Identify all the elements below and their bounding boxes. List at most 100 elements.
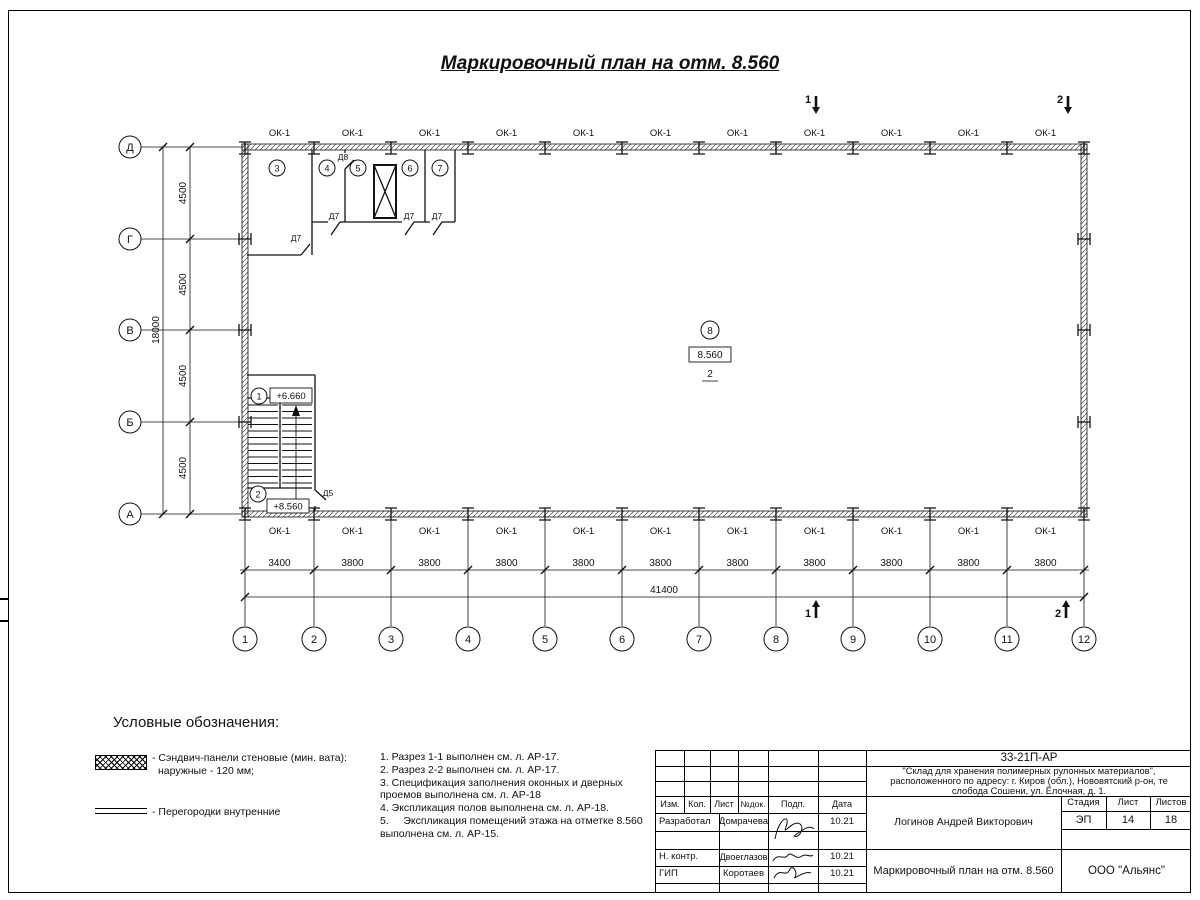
row-axis-letter: Г — [127, 234, 133, 246]
legend-item-text: наружные - 120 мм; — [158, 764, 255, 777]
window-label-bottom: ОК-1 — [342, 526, 363, 537]
column-ibeam — [616, 141, 628, 155]
exterior-walls — [241, 143, 1088, 518]
room-number: 3 — [274, 164, 279, 174]
tb-line — [738, 751, 740, 813]
dim-value-left: 4500 — [178, 364, 189, 387]
room-number: 7 — [437, 164, 442, 174]
tb-desc-line: "Склад для хранения полимерных рулонных … — [902, 766, 1156, 776]
dim-tick — [617, 565, 627, 575]
column-ibeam — [847, 141, 859, 155]
dim-tick — [185, 234, 195, 244]
tb-line — [656, 796, 866, 798]
room-bubble — [349, 159, 367, 177]
door-label: Д7 — [291, 233, 302, 243]
grid-axis-bubble — [1071, 626, 1097, 652]
tb-line — [719, 813, 721, 892]
window-label-top: ОК-1 — [342, 128, 363, 139]
window-label-top: ОК-1 — [573, 128, 594, 139]
stair-direction-arrow — [292, 405, 300, 416]
window-label-bottom: ОК-1 — [573, 526, 594, 537]
note-item: 1. Разрез 1-1 выполнен см. л. АР-17. — [380, 751, 560, 763]
grid-axis-number: 4 — [465, 634, 471, 646]
tb-line — [818, 751, 820, 892]
section-mark-arrow — [1062, 600, 1070, 607]
tb-project-description: "Склад для хранения полимерных рулонных … — [868, 766, 1190, 796]
tb-line — [656, 831, 866, 833]
room-bubble — [700, 320, 720, 340]
dim-value: 3800 — [649, 558, 672, 569]
note-item: 3. Спецификация заполнения оконных и две… — [380, 776, 626, 802]
grid-axis-number: 2 — [311, 634, 317, 646]
room-number: 6 — [407, 164, 412, 174]
section-mark-arrow — [812, 107, 820, 114]
dim-value: 3800 — [957, 558, 980, 569]
row-axis-letter: В — [126, 325, 133, 337]
dim-tick — [309, 565, 319, 575]
tb-date: 10.21 — [830, 851, 854, 863]
window-label-top: ОК-1 — [419, 128, 440, 139]
note-item: 2. Разрез 2-2 выполнен см. л. АР-17. — [380, 763, 560, 776]
window-label-top: ОК-1 — [496, 128, 517, 139]
window-label-bottom: ОК-1 — [419, 526, 440, 537]
column-ibeam — [1001, 141, 1013, 155]
grid-axis-bubble — [532, 626, 558, 652]
dim-value: 3800 — [1034, 558, 1057, 569]
tb-name: Домрачева — [719, 815, 768, 827]
dim-tick — [185, 325, 195, 335]
window-label-top: ОК-1 — [269, 128, 290, 139]
dim-tick — [848, 565, 858, 575]
legend-item-sandwich: - Сэндвич-панели стеновые (мин. вата): н… — [152, 752, 402, 777]
sheet-frame — [8, 10, 1191, 893]
elevation-box — [269, 387, 313, 404]
row-axis-bubble — [118, 318, 142, 342]
row-axis-letter: А — [126, 509, 134, 521]
fold-mark — [0, 620, 8, 622]
partition-symbol — [95, 808, 147, 814]
window-label-bottom: ОК-1 — [881, 526, 902, 537]
legend-heading: Условные обозначения: — [113, 714, 280, 731]
dim-value: 3400 — [268, 558, 291, 569]
tb-col-kol: Кол. — [688, 798, 706, 809]
column-ibeam — [308, 141, 320, 155]
elevation-value: +6.660 — [276, 391, 305, 402]
tb-line — [1061, 829, 1190, 831]
window-label-bottom: ОК-1 — [269, 526, 290, 537]
room-bubble — [318, 159, 336, 177]
window-label-top: ОК-1 — [1035, 128, 1056, 139]
tb-stage-header: Стадия — [1067, 797, 1100, 809]
door-label: Д7 — [329, 211, 340, 221]
column-ibeam — [385, 141, 397, 155]
dim-value: 3800 — [418, 558, 441, 569]
room-index: 2 — [707, 369, 713, 380]
shaft-walls — [373, 164, 397, 219]
elevation-box — [688, 346, 732, 363]
grid-axis-number: 9 — [850, 634, 856, 646]
window-label-bottom: ОК-1 — [958, 526, 979, 537]
column-ibeam — [924, 141, 936, 155]
tb-line — [656, 866, 866, 868]
row-axis-letter: Д — [126, 142, 134, 154]
elevation-value: 8.560 — [697, 350, 722, 361]
section-mark-label: 2 — [1057, 94, 1063, 106]
tb-line — [656, 766, 866, 768]
grid-axis-bubble — [763, 626, 789, 652]
legend-item-text: - Сэндвич-панели стеновые (мин. вата): — [152, 752, 347, 764]
dim-value: 3800 — [341, 558, 364, 569]
grid-axis-number: 1 — [242, 634, 248, 646]
tb-col-izm: Изм. — [660, 798, 680, 809]
tb-sheet-value: 14 — [1121, 813, 1135, 826]
dim-total-left: 18000 — [151, 316, 162, 344]
tb-line — [1061, 811, 1190, 813]
column-ibeam — [239, 141, 251, 155]
grid-axis-number: 11 — [1001, 634, 1012, 646]
column-ibeam — [1077, 416, 1091, 428]
section-mark-label: 2 — [1055, 608, 1061, 620]
tb-company: ООО "Альянс" — [1088, 865, 1165, 878]
row-axis-bubble — [118, 135, 142, 159]
window-label-bottom: ОК-1 — [804, 526, 825, 537]
dim-tick — [240, 565, 250, 575]
tb-line — [1150, 796, 1152, 829]
grid-axis-bubble — [917, 626, 943, 652]
